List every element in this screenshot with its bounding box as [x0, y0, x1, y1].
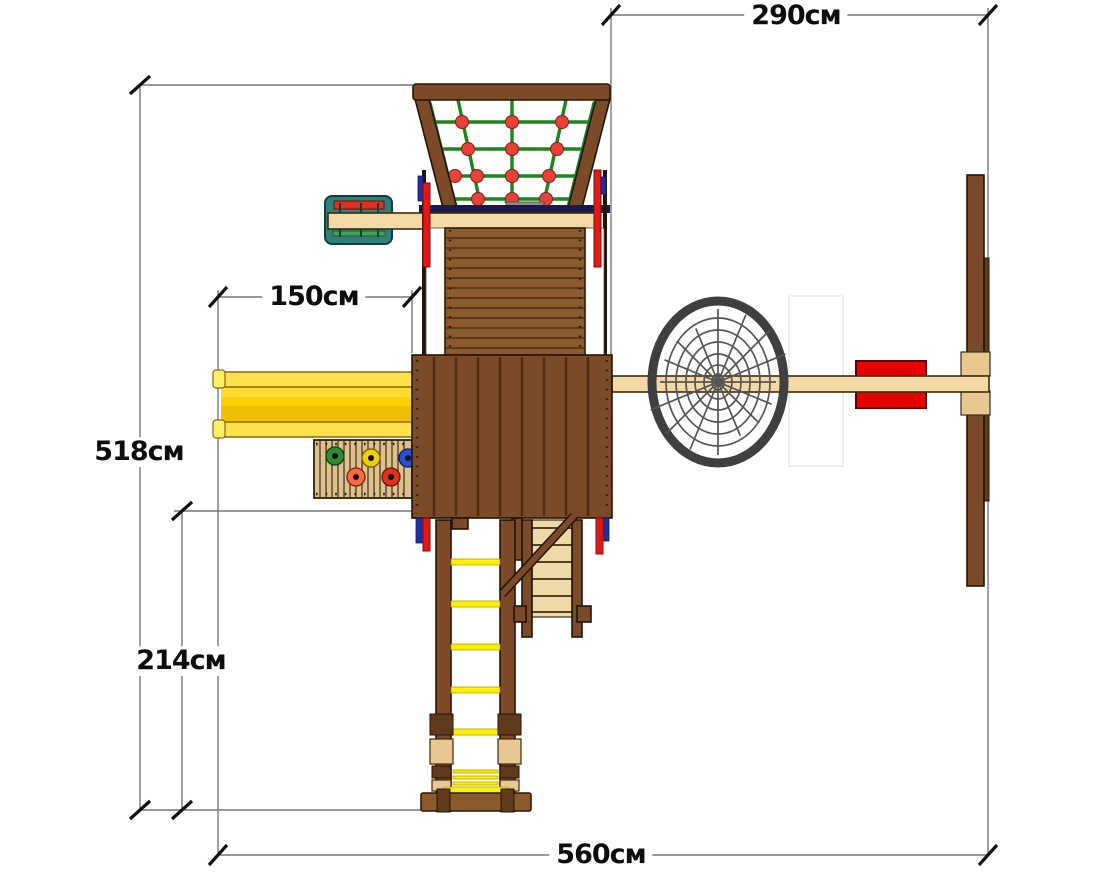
hold-hole [405, 455, 411, 461]
slide-cap-top [212, 369, 226, 389]
upper-beam [327, 212, 598, 230]
rail-block [429, 738, 454, 765]
rail-block [499, 765, 520, 779]
web-ring [647, 296, 789, 468]
stairs [498, 512, 592, 638]
web-rings [665, 317, 771, 447]
frame-block-top [960, 351, 991, 377]
swing-beam [611, 375, 990, 393]
hold-hole [332, 453, 338, 459]
tick [600, 3, 622, 27]
tower-plank-lines [432, 357, 590, 516]
slide-shade [221, 406, 415, 424]
tower-wall-right [603, 170, 607, 355]
stub-post [451, 517, 469, 530]
ladder-rung [450, 600, 501, 608]
ladder [420, 519, 532, 813]
stair-foot [513, 605, 527, 623]
teal-seat-red-bar [333, 200, 385, 210]
post-blue-br [603, 517, 610, 542]
tick [207, 285, 229, 309]
handrail [499, 513, 577, 597]
ladder-rung-thin [452, 775, 499, 780]
rail-block [497, 713, 522, 736]
swing-section [611, 174, 991, 587]
tower-top [411, 354, 613, 519]
tick [401, 285, 423, 309]
roof-slat-lines [446, 237, 584, 349]
net-knots [448, 115, 569, 206]
roof-slats [444, 227, 586, 356]
post-red-left [422, 182, 431, 268]
tick [977, 843, 999, 867]
tick [977, 3, 999, 27]
slide-rail-top [216, 371, 416, 388]
stair-stringer-right [571, 519, 583, 638]
ladder-rung [450, 558, 501, 566]
post-red-right [593, 169, 602, 268]
stair-foot [576, 605, 592, 623]
tick [128, 799, 152, 821]
teal-seat-green-bar [332, 230, 386, 237]
net-frame-top [412, 83, 611, 101]
post-red-bl [422, 517, 431, 552]
tick [207, 843, 229, 867]
spider-web-swing [647, 296, 789, 468]
rail-block [497, 738, 522, 765]
frame-block-bottom [960, 390, 991, 416]
tower-deck [411, 354, 613, 519]
rail-block [429, 713, 454, 736]
post-blue-right [600, 176, 607, 195]
platform-edge [419, 205, 610, 213]
ladder-foot [436, 788, 451, 813]
dim-label-290: 290см [744, 1, 848, 31]
roof-section [417, 169, 607, 356]
post-blue-bl [415, 517, 423, 544]
ladder-rung-thin [452, 781, 499, 786]
ladder-rung [450, 643, 501, 651]
slide-highlight [221, 387, 415, 397]
dim-label-518: 518см [87, 437, 191, 467]
ground-level [415, 512, 610, 813]
ladder-rung [450, 728, 501, 736]
upper-beam-group [324, 195, 610, 245]
rail-block [431, 765, 452, 779]
hold-hole [368, 455, 374, 461]
climbing-wall [313, 439, 418, 499]
slide-rail-bottom [216, 421, 416, 438]
ladder-foot [500, 788, 515, 813]
post-blue-left [417, 175, 424, 202]
slide-cap-bottom [212, 419, 226, 439]
dim-label-150: 150см [262, 282, 366, 312]
dim-label-560: 560см [549, 840, 653, 870]
tick [128, 74, 152, 96]
ladder-rung-thin [452, 769, 499, 774]
ladder-rung [450, 686, 501, 694]
hold-hole [353, 474, 359, 480]
slide [212, 369, 416, 439]
dim-label-214: 214см [129, 646, 233, 676]
hold-hole [388, 474, 394, 480]
tick [170, 500, 194, 522]
tick [170, 799, 194, 821]
post-red-br [595, 517, 604, 555]
climbing-net [412, 83, 612, 213]
